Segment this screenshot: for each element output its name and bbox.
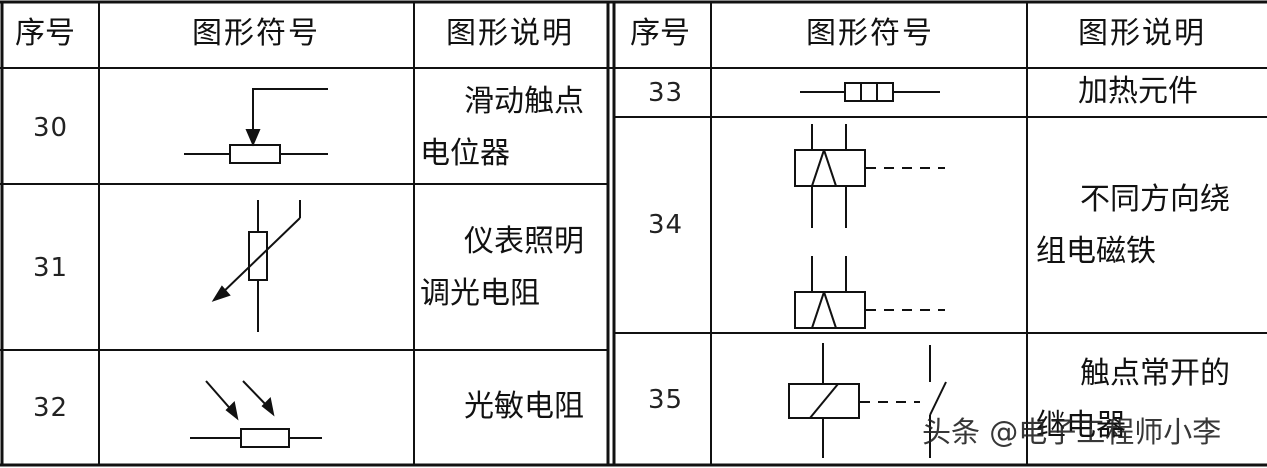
electromagnet-symbol-upper <box>794 124 945 228</box>
row-31-description: 仪表照明 调光电阻 <box>420 216 600 320</box>
row-35-desc-line2: 继电器 <box>1036 408 1126 443</box>
row-33-number: 33 <box>648 78 684 108</box>
row-34-desc-line2: 组电磁铁 <box>1036 234 1156 269</box>
left-header-symbol: 图形符号 <box>192 16 320 51</box>
left-header-desc: 图形说明 <box>446 16 574 51</box>
left-header-no: 序号 <box>15 16 75 51</box>
row-34-number: 34 <box>648 210 684 240</box>
row-32-desc-line1: 光敏电阻 <box>464 389 584 424</box>
row-30-desc-line2: 电位器 <box>420 136 510 171</box>
row-30-number: 30 <box>33 113 69 143</box>
row-30-description: 滑动触点 电位器 <box>420 76 600 180</box>
relay-no-contact-symbol <box>788 343 947 458</box>
row-31-desc-line2: 调光电阻 <box>420 276 540 311</box>
row-31-desc-line1: 仪表照明 <box>464 224 584 259</box>
heating-element-symbol <box>800 82 940 102</box>
dimmer-resistor-symbol <box>211 200 301 332</box>
electromagnet-symbol-lower <box>794 256 945 329</box>
row-35-desc-line1: 触点常开的 <box>1080 356 1230 391</box>
row-30-desc-line1: 滑动触点 <box>464 84 584 119</box>
row-35-description: 触点常开的 继电器 <box>1036 348 1261 452</box>
right-header-no: 序号 <box>630 16 690 51</box>
row-32-number: 32 <box>33 393 69 423</box>
photoresistor-symbol <box>190 380 322 448</box>
row-34-desc-line1: 不同方向绕 <box>1080 182 1230 217</box>
row-32-description: 光敏电阻 <box>420 381 600 433</box>
row-35-number: 35 <box>648 385 684 415</box>
row-33-desc-line1: 加热元件 <box>1078 74 1198 109</box>
right-header-desc: 图形说明 <box>1078 16 1206 51</box>
row-31-number: 31 <box>33 253 69 283</box>
potentiometer-symbol <box>184 88 328 164</box>
watermark: 头条 @电子工程师小李 <box>922 415 1222 449</box>
row-34-description: 不同方向绕 组电磁铁 <box>1036 174 1261 278</box>
right-header-symbol: 图形符号 <box>806 16 934 51</box>
row-33-description: 加热元件 <box>1078 66 1263 118</box>
